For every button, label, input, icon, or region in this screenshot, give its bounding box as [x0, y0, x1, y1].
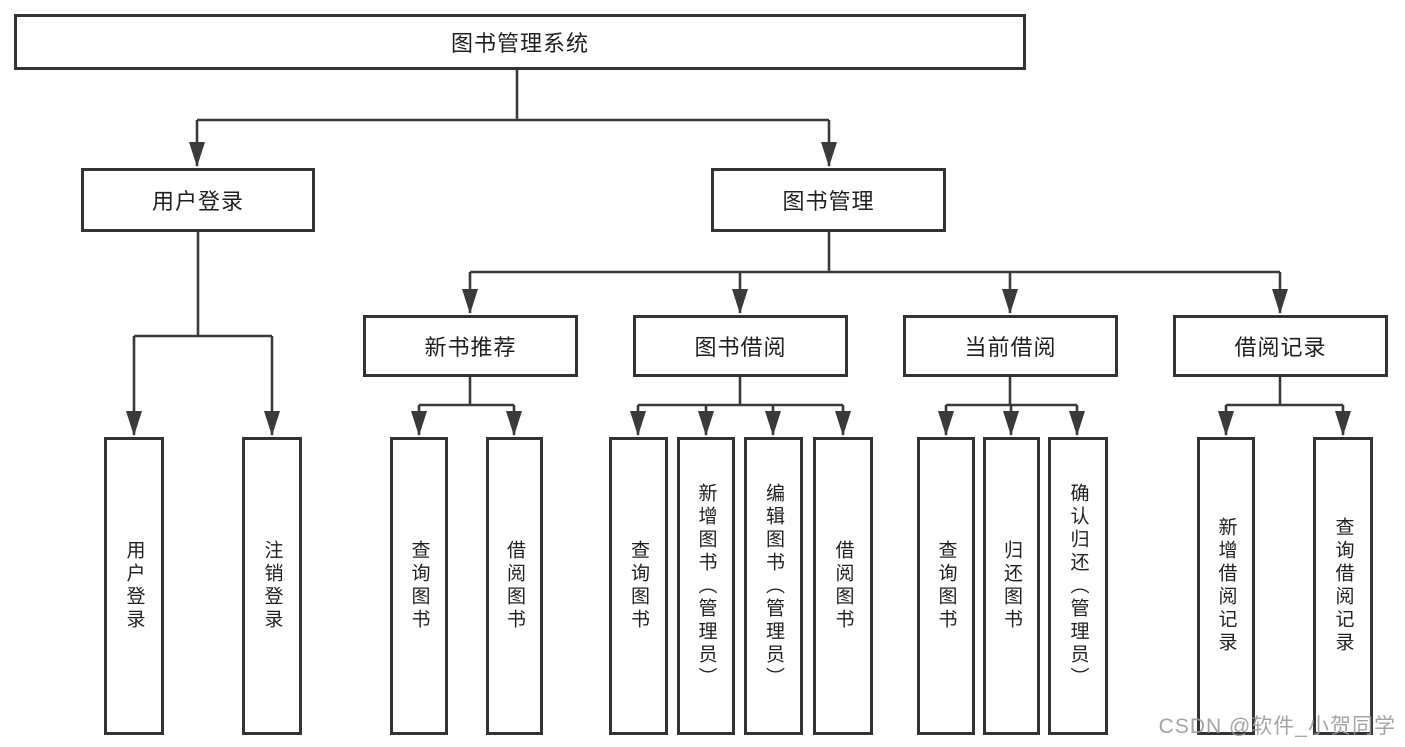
leaf-add-books-admin-label: 新增图书（管理员）: [695, 482, 717, 690]
leaf-query-borrow-record: 查询借阅记录: [1313, 437, 1373, 735]
leaf-user-login-label: 用户登录: [123, 540, 145, 632]
leaf-query-books-3: 查询图书: [917, 437, 975, 735]
csdn-watermark: CSDN @软件_小贺同学: [1158, 715, 1396, 738]
leaf-query-books-2-label: 查询图书: [628, 540, 649, 632]
leaf-add-borrow-record: 新增借阅记录: [1197, 437, 1255, 735]
leaf-query-books-1-label: 查询图书: [408, 540, 430, 632]
node-current-borrowing: 当前借阅: [903, 315, 1118, 377]
leaf-borrow-books-1-label: 借阅图书: [504, 540, 525, 632]
leaf-confirm-return-admin-label: 确认归还（管理员）: [1067, 482, 1089, 690]
leaf-return-books-label: 归还图书: [1001, 540, 1022, 632]
leaf-borrow-books-2-label: 借阅图书: [832, 540, 854, 632]
leaf-confirm-return-admin: 确认归还（管理员）: [1048, 437, 1108, 735]
leaf-borrow-books-1: 借阅图书: [486, 437, 543, 735]
node-new-book-recommend: 新书推荐: [363, 315, 578, 377]
leaf-edit-books-admin-label: 编辑图书（管理员）: [763, 482, 784, 690]
node-root: 图书管理系统: [14, 14, 1026, 70]
leaf-borrow-books-2: 借阅图书: [813, 437, 873, 735]
node-book-management: 图书管理: [711, 168, 946, 232]
node-user-login: 用户登录: [81, 168, 315, 232]
leaf-user-login: 用户登录: [104, 437, 164, 735]
node-book-borrowing: 图书借阅: [633, 315, 848, 377]
leaf-edit-books-admin: 编辑图书（管理员）: [744, 437, 803, 735]
leaf-logout: 注销登录: [242, 437, 302, 735]
leaf-logout-label: 注销登录: [261, 540, 283, 632]
leaf-query-books-1: 查询图书: [390, 437, 448, 735]
leaf-query-borrow-record-label: 查询借阅记录: [1332, 517, 1354, 655]
leaf-add-books-admin: 新增图书（管理员）: [677, 437, 735, 735]
leaf-return-books: 归还图书: [983, 437, 1040, 735]
leaf-add-borrow-record-label: 新增借阅记录: [1215, 517, 1237, 655]
leaf-query-books-3-label: 查询图书: [935, 540, 957, 632]
node-borrow-records: 借阅记录: [1173, 315, 1388, 377]
leaf-query-books-2: 查询图书: [609, 437, 668, 735]
